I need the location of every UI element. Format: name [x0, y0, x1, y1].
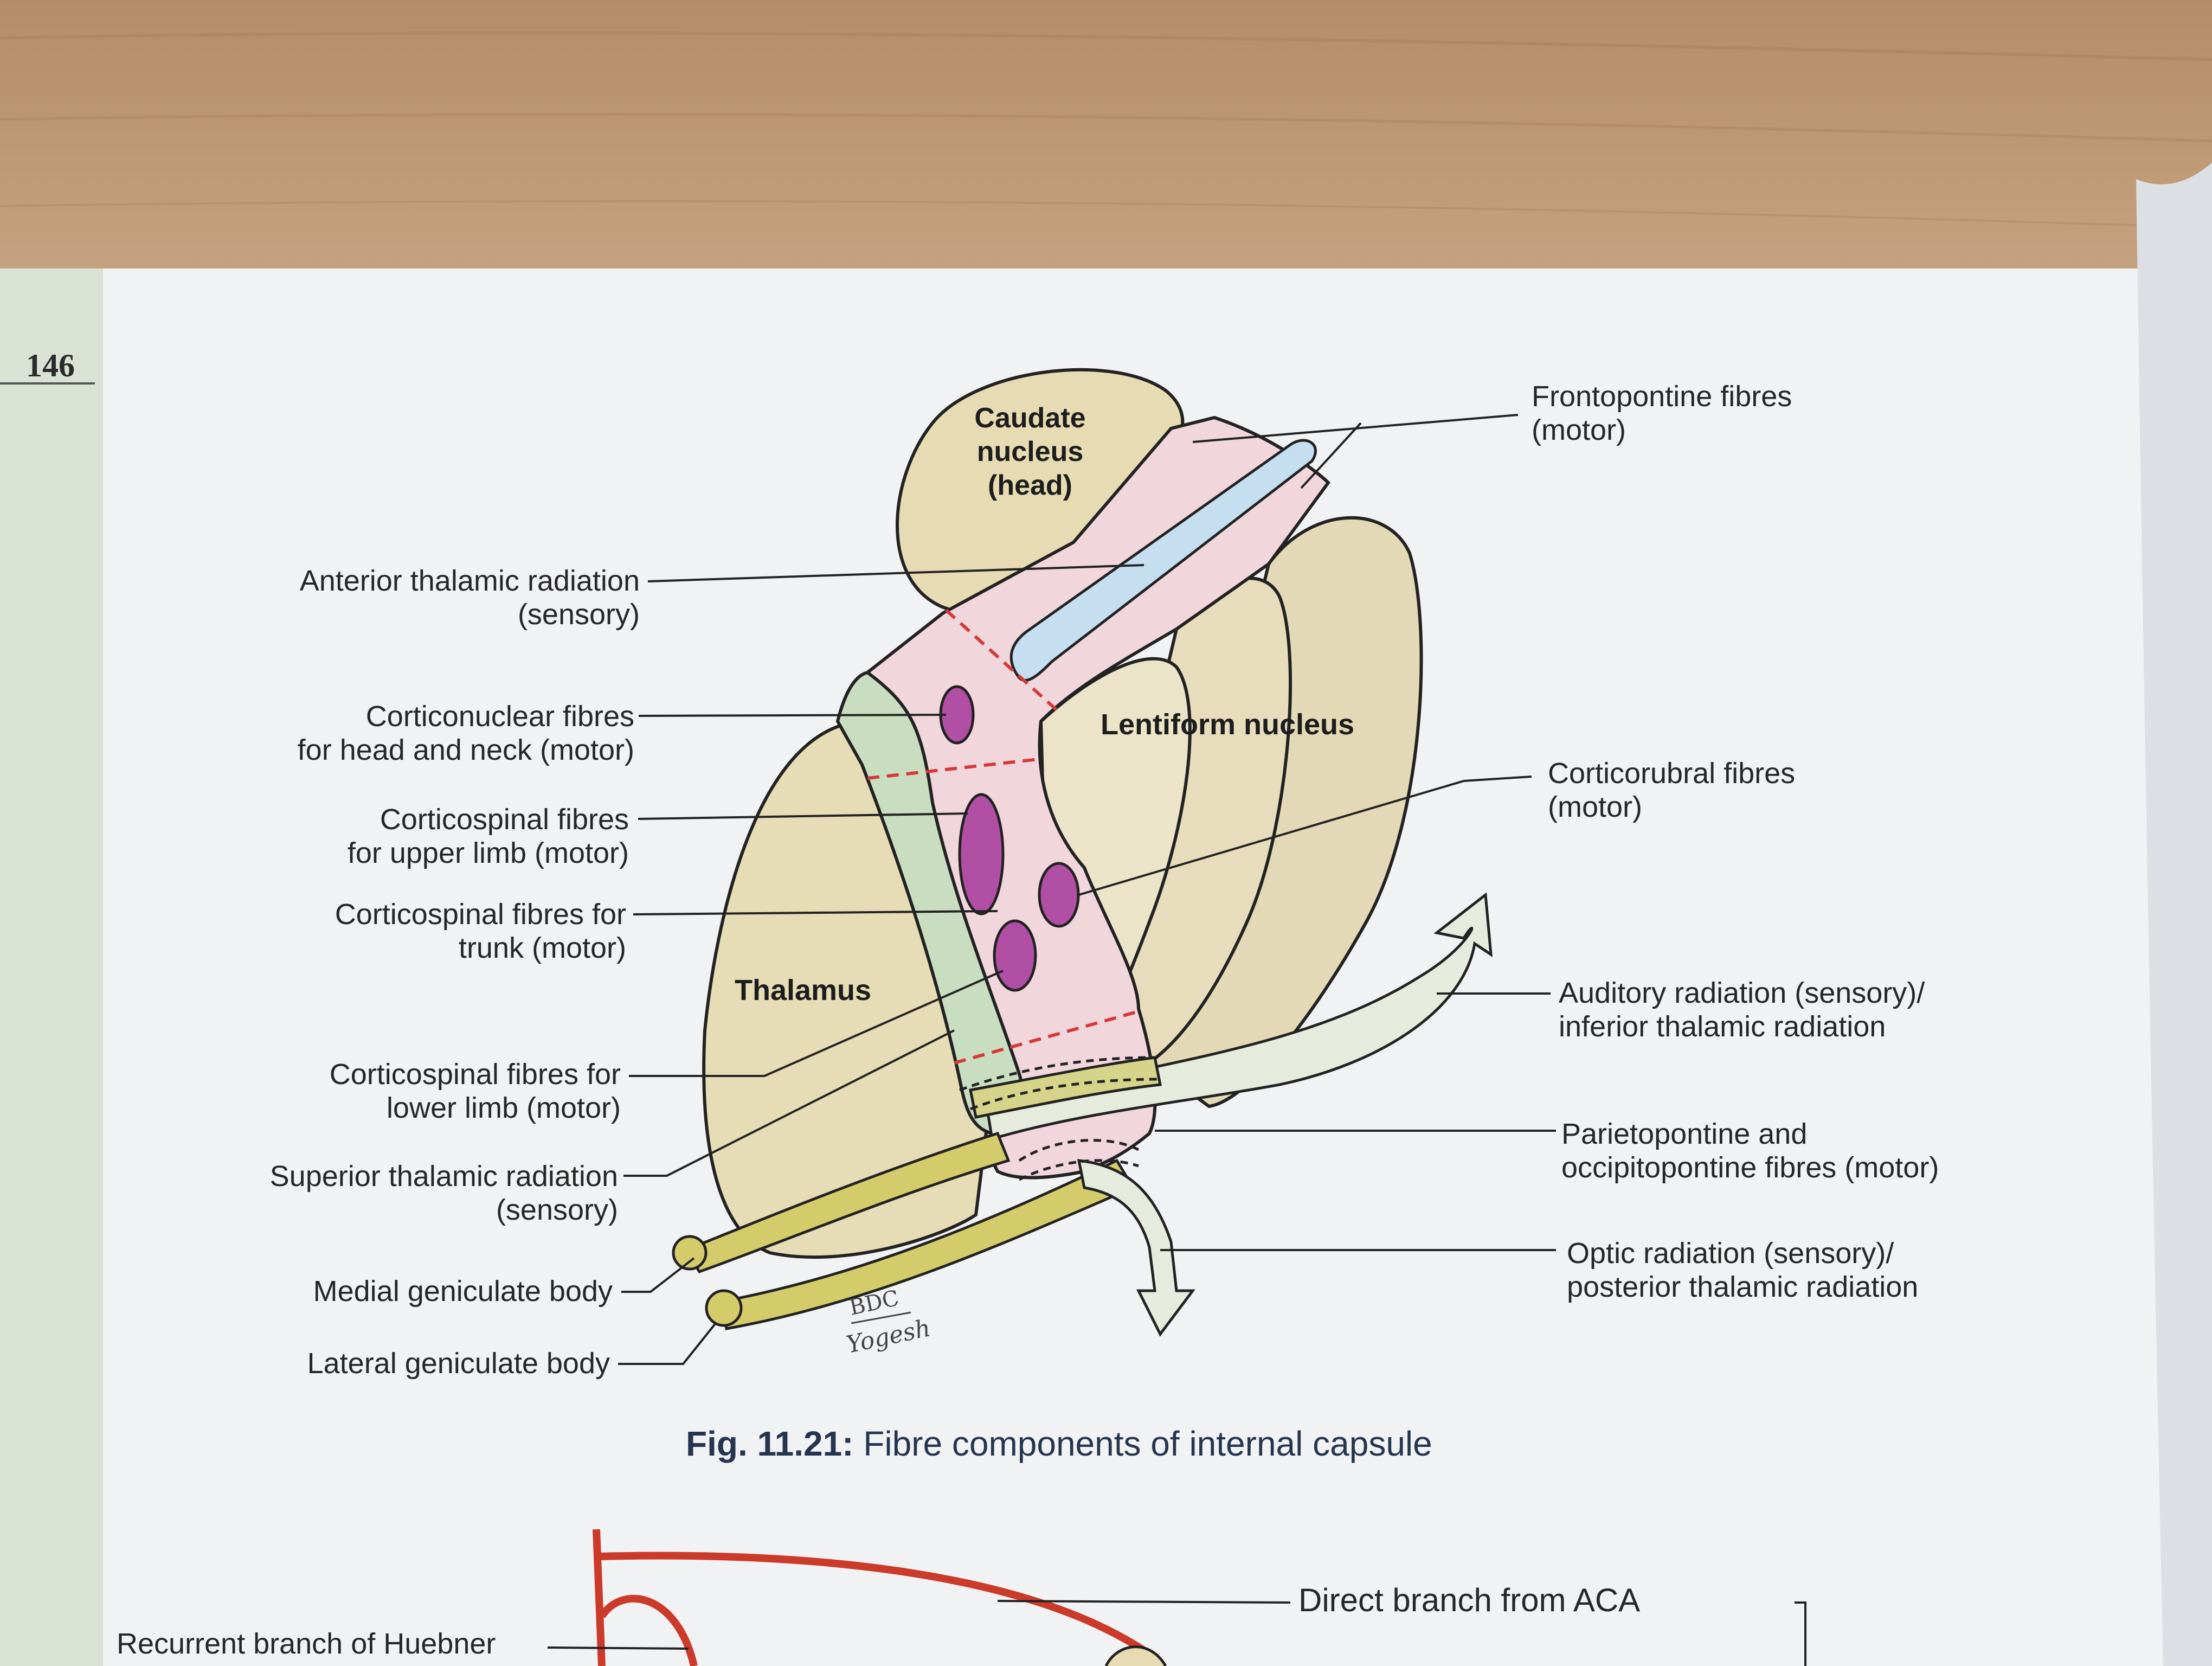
- caudate-line-1: Caudate: [974, 402, 1086, 434]
- frontopontine-fibres-label: Frontopontine fibres (motor): [1532, 380, 1792, 447]
- caudate-nucleus-label: Caudate nucleus (head): [954, 401, 1106, 502]
- parietopontine-line-1: Parietopontine and: [1561, 1118, 1808, 1150]
- auditory-line-2: inferior thalamic radiation: [1559, 1010, 1886, 1043]
- lateral-geniculate-body-label: Lateral geniculate body: [307, 1347, 610, 1380]
- superior-olive-band: [969, 1056, 1162, 1119]
- auditory-line-1: Auditory radiation (sensory)/: [1559, 977, 1925, 1009]
- direct-branch-label: Direct branch from ACA: [1298, 1582, 1641, 1618]
- next-figure-arteries: [593, 1529, 1152, 1666]
- superior-thalamic-line-2: (sensory): [496, 1194, 618, 1226]
- figure-title: Fibre components of internal capsule: [863, 1424, 1432, 1463]
- posterior-limb-dash-arcs: [959, 1056, 1161, 1181]
- capsule-division-lines: [867, 608, 1139, 1065]
- corticospinal-lower-line-1: Corticospinal fibres for: [329, 1058, 621, 1091]
- corticonuclear-line-1: Corticonuclear fibres: [365, 700, 634, 733]
- corticospinal-upper-line-1: Corticospinal fibres: [380, 803, 629, 836]
- page-left-shadow: [0, 268, 103, 1666]
- medial-geniculate-pathway: [684, 1131, 1011, 1274]
- page-right-curl: [2136, 163, 2212, 1666]
- frontopontine-line-2: (motor): [1532, 414, 1626, 446]
- corticorubral-fibres-label: Corticorubral fibres (motor): [1548, 757, 1795, 824]
- corticorubral-line-2: (motor): [1548, 791, 1642, 823]
- next-figure-circle: [1104, 1645, 1167, 1666]
- page-number: 146: [26, 348, 75, 383]
- parietopontine-fibres-label: Parietopontine and occipitopontine fibre…: [1561, 1117, 1939, 1184]
- corticonuclear-line-2: for head and neck (motor): [297, 734, 634, 766]
- corticospinal-lower-dot: [993, 919, 1037, 992]
- corticospinal-trunk-line-2: trunk (motor): [458, 932, 626, 964]
- superior-thalamic-line-1: Superior thalamic radiation: [269, 1160, 618, 1193]
- caudate-line-3: (head): [988, 470, 1072, 501]
- optic-radiation-arrow: [1077, 1159, 1195, 1337]
- parietopontine-line-2: occipitopontine fibres (motor): [1561, 1151, 1939, 1184]
- anterior-thalamic-line-1: Anterior thalamic radiation: [299, 565, 640, 597]
- next-figure-leaders: [547, 1600, 1806, 1666]
- caudate-line-2: nucleus: [976, 436, 1084, 467]
- svg-text:Yogesh: Yogesh: [844, 1314, 933, 1359]
- optic-line-1: Optic radiation (sensory)/: [1567, 1237, 1894, 1270]
- lateral-geniculate-knob: [705, 1289, 743, 1327]
- corticospinal-lower-line-2: lower limb (motor): [386, 1092, 621, 1124]
- frontopontine-line-1: Frontopontine fibres: [1532, 380, 1792, 413]
- artist-signature: BDC Yogesh: [844, 1286, 933, 1359]
- caudate-nucleus-shape: [896, 368, 1185, 620]
- corticospinal-upper-limb-label: Corticospinal fibres for upper limb (mot…: [239, 803, 629, 870]
- auditory-radiation-label: Auditory radiation (sensory)/ inferior t…: [1559, 976, 1925, 1043]
- medial-geniculate-body-label: Medial geniculate body: [313, 1275, 613, 1308]
- superior-thalamic-radiation-label: Superior thalamic radiation (sensory): [217, 1159, 618, 1227]
- corticorubral-line-1: Corticorubral fibres: [1548, 757, 1796, 790]
- corticorubral-dot: [1038, 862, 1080, 928]
- corticonuclear-fibres-label: Corticonuclear fibres for head and neck …: [239, 700, 634, 767]
- anterior-thalamic-radiation-label: Anterior thalamic radiation (sensory): [239, 564, 640, 631]
- corticospinal-trunk-line-1: Corticospinal fibres for: [335, 898, 626, 931]
- medial-geniculate-knob: [672, 1235, 708, 1271]
- anterior-thalamic-radiation-band: [1009, 439, 1317, 682]
- thalamus-label: Thalamus: [735, 974, 872, 1007]
- corticospinal-upper-dot: [958, 793, 1005, 915]
- corticospinal-trunk-label: Corticospinal fibres for trunk (motor): [239, 898, 626, 965]
- recurrent-branch-label: Recurrent branch of Huebner: [117, 1627, 496, 1660]
- figure-caption: Fig. 11.21: Fibre components of internal…: [686, 1424, 1432, 1464]
- corticospinal-lower-limb-label: Corticospinal fibres for lower limb (mot…: [239, 1058, 621, 1125]
- leader-lines: [618, 414, 1556, 1365]
- anterior-thalamic-line-2: (sensory): [517, 598, 640, 631]
- optic-radiation-label: Optic radiation (sensory)/ posterior tha…: [1567, 1236, 1918, 1304]
- figure-number: Fig. 11.21:: [686, 1424, 854, 1463]
- optic-line-2: posterior thalamic radiation: [1567, 1271, 1919, 1303]
- green-fibre-strip: [835, 670, 1025, 1136]
- lentiform-nucleus-label: Lentiform nucleus: [1101, 708, 1355, 741]
- fibre-dots: [939, 685, 1080, 992]
- corticospinal-upper-line-2: for upper limb (motor): [347, 837, 629, 869]
